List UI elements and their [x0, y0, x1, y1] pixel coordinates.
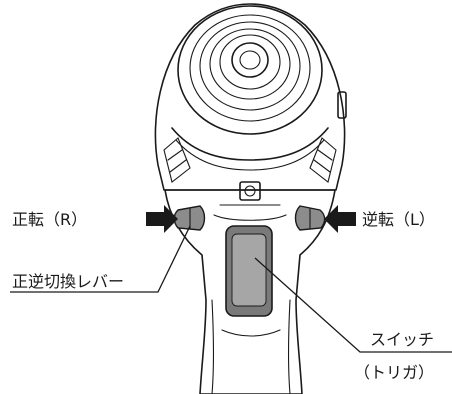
label-trigger: （トリガ） [354, 363, 434, 382]
label-switch: スイッチ [370, 330, 434, 349]
label-reverse: 逆転（L） [362, 210, 435, 229]
trigger-switch[interactable] [225, 225, 273, 317]
tool-body [164, 181, 336, 394]
arrow-left-icon [324, 205, 356, 233]
direction-lever-left[interactable] [173, 205, 206, 231]
leader-lines [10, 225, 452, 353]
tool-head [154, 3, 347, 191]
label-forward: 正転（R） [12, 210, 87, 229]
label-lever: 正逆切換レバー [12, 272, 124, 291]
arrow-right-icon [146, 205, 178, 233]
screw-boss [239, 181, 261, 201]
direction-lever-right[interactable] [294, 205, 326, 231]
